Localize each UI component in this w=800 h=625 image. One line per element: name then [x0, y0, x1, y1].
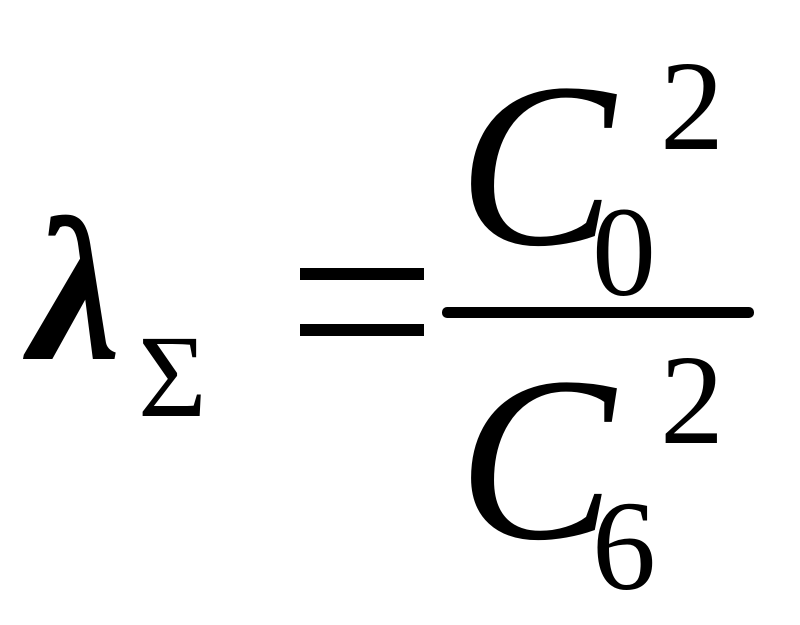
equals-bar-bottom: [300, 324, 424, 336]
denominator-subscript: 6: [592, 475, 656, 617]
sigma-subscript: Σ: [138, 311, 207, 442]
denominator-base: C: [458, 329, 615, 589]
denominator-superscript: 2: [660, 329, 724, 471]
equals-bar-top: [300, 268, 424, 280]
lambda-symbol: λ: [30, 177, 121, 404]
numerator-base: C: [458, 35, 615, 295]
equals-sign: [300, 264, 424, 340]
numerator-superscript: 2: [660, 35, 724, 177]
fraction-bar: [442, 307, 754, 318]
numerator-subscript: 0: [592, 181, 656, 323]
